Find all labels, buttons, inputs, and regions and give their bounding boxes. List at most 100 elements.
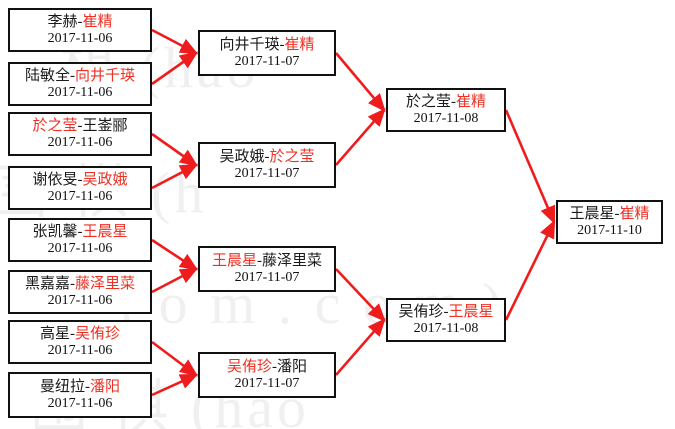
match-date: 2017-11-06 xyxy=(47,342,113,358)
match-box[interactable]: 於之莹-王崟郦 2017-11-06 xyxy=(8,112,152,156)
player-left: 王晨星 xyxy=(211,252,257,269)
player-right: 崔精 xyxy=(619,205,650,222)
match-players: 高星-吴侑珍 xyxy=(40,326,120,343)
player-left: 李赫 xyxy=(47,13,78,30)
player-right: 崔精 xyxy=(456,93,487,110)
player-left: 王晨星 xyxy=(569,205,615,222)
connector-r1m5-to-r2m3 xyxy=(151,238,199,271)
match-players: 陆敏全-向井千瑛 xyxy=(25,68,135,85)
separator: - xyxy=(451,93,456,110)
match-date: 2017-11-07 xyxy=(234,165,300,181)
match-box[interactable]: 王晨星-藤泽里菜 2017-11-07 xyxy=(198,246,336,292)
player-right: 吴政娥 xyxy=(82,171,128,188)
separator: - xyxy=(77,171,83,188)
separator: - xyxy=(70,275,75,292)
connector-r3m1-to-r4m1 xyxy=(504,109,556,225)
player-left: 向井千瑛 xyxy=(219,36,280,53)
separator: - xyxy=(279,36,285,53)
player-right: 向井千瑛 xyxy=(75,67,136,84)
player-left: 谢依旻 xyxy=(32,171,78,188)
separator: - xyxy=(264,148,270,165)
match-players: 谢依旻-吴政娥 xyxy=(32,172,127,189)
player-right: 王晨星 xyxy=(82,223,128,240)
separator: - xyxy=(272,358,277,375)
match-players: 张凯馨-王晨星 xyxy=(32,224,127,241)
connector-r1m7-to-r2m4 xyxy=(151,340,199,377)
match-date: 2017-11-07 xyxy=(234,269,300,285)
match-date: 2017-11-06 xyxy=(47,134,113,150)
connector-r3m2-to-r4m1 xyxy=(504,219,556,321)
match-box[interactable]: 陆敏全-向井千瑛 2017-11-06 xyxy=(8,62,152,106)
player-left: 於之莹 xyxy=(32,117,78,134)
separator: - xyxy=(85,378,90,395)
player-right: 於之莹 xyxy=(269,148,315,165)
match-date: 2017-11-06 xyxy=(47,292,113,308)
player-right: 崔精 xyxy=(284,36,315,53)
player-left: 陆敏全 xyxy=(24,67,70,84)
match-box[interactable]: 吴政娥-於之莹 2017-11-07 xyxy=(198,142,336,188)
match-box[interactable]: 吴侑珍-王晨星 2017-11-08 xyxy=(386,298,506,342)
separator: - xyxy=(77,13,83,30)
match-date: 2017-11-06 xyxy=(47,30,113,46)
match-players: 王晨星-藤泽里菜 xyxy=(212,253,322,270)
match-players: 向井千瑛-崔精 xyxy=(219,37,314,54)
match-date: 2017-11-06 xyxy=(47,395,113,411)
match-box[interactable]: 高星-吴侑珍 2017-11-06 xyxy=(8,320,152,364)
player-right: 藤泽里菜 xyxy=(75,275,136,292)
match-box[interactable]: 吴侑珍-潘阳 2017-11-07 xyxy=(198,352,336,398)
match-players: 吴政娥-於之莹 xyxy=(219,149,314,166)
match-date: 2017-11-07 xyxy=(234,375,300,391)
connector-r2m3-to-r3m2 xyxy=(335,268,386,322)
player-left: 曼纽拉 xyxy=(39,378,85,395)
match-players: 李赫-崔精 xyxy=(47,14,112,31)
match-date: 2017-11-06 xyxy=(47,188,113,204)
connector-r1m4-to-r2m2 xyxy=(151,163,199,190)
separator: - xyxy=(443,303,449,320)
match-box-final[interactable]: 王晨星-崔精 2017-11-10 xyxy=(556,200,663,244)
match-players: 曼纽拉-潘阳 xyxy=(40,379,120,396)
match-box[interactable]: 曼纽拉-潘阳 2017-11-06 xyxy=(8,372,152,418)
connector-r1m3-to-r2m2 xyxy=(151,132,199,167)
match-date: 2017-11-07 xyxy=(234,53,300,69)
match-players: 王晨星-崔精 xyxy=(569,206,649,223)
player-left: 於之莹 xyxy=(405,93,451,110)
separator: - xyxy=(70,325,75,342)
separator: - xyxy=(70,67,75,84)
connector-r1m1-to-r2m1 xyxy=(151,28,199,55)
match-box[interactable]: 黑嘉嘉-藤泽里菜 2017-11-06 xyxy=(8,270,152,314)
match-date: 2017-11-08 xyxy=(413,320,479,336)
player-right: 崔精 xyxy=(82,13,113,30)
player-right: 潘阳 xyxy=(277,358,308,375)
match-players: 吴侑珍-王晨星 xyxy=(398,304,493,321)
connector-r2m4-to-r3m2 xyxy=(335,318,386,376)
match-box[interactable]: 张凯馨-王晨星 2017-11-06 xyxy=(8,218,152,262)
player-left: 高星 xyxy=(39,325,70,342)
separator: - xyxy=(257,252,262,269)
player-left: 吴侑珍 xyxy=(398,303,444,320)
separator: - xyxy=(77,117,83,134)
match-date: 2017-11-06 xyxy=(47,240,113,256)
match-box[interactable]: 李赫-崔精 2017-11-06 xyxy=(8,8,152,52)
connector-r2m1-to-r3m1 xyxy=(335,52,386,112)
separator: - xyxy=(77,223,83,240)
connector-r1m8-to-r2m4 xyxy=(151,373,199,397)
separator: - xyxy=(614,205,620,222)
match-box[interactable]: 於之莹-崔精 2017-11-08 xyxy=(386,88,506,132)
match-box[interactable]: 谢依旻-吴政娥 2017-11-06 xyxy=(8,166,152,210)
connector-r1m2-to-r2m1 xyxy=(151,51,199,86)
player-left: 张凯馨 xyxy=(32,223,78,240)
match-date: 2017-11-08 xyxy=(413,110,479,126)
connector-r2m2-to-r3m1 xyxy=(335,108,386,166)
player-right: 藤泽里菜 xyxy=(262,252,323,269)
match-players: 吴侑珍-潘阳 xyxy=(227,359,307,376)
match-date: 2017-11-06 xyxy=(47,84,113,100)
player-right: 潘阳 xyxy=(90,378,121,395)
match-date: 2017-11-10 xyxy=(577,222,642,238)
match-players: 於之莹-崔精 xyxy=(406,94,486,111)
connector-r1m6-to-r2m3 xyxy=(151,267,199,294)
match-players: 於之莹-王崟郦 xyxy=(32,118,127,135)
player-left: 吴侑珍 xyxy=(226,358,272,375)
match-box[interactable]: 向井千瑛-崔精 2017-11-07 xyxy=(198,30,336,76)
player-right: 吴侑珍 xyxy=(75,325,121,342)
